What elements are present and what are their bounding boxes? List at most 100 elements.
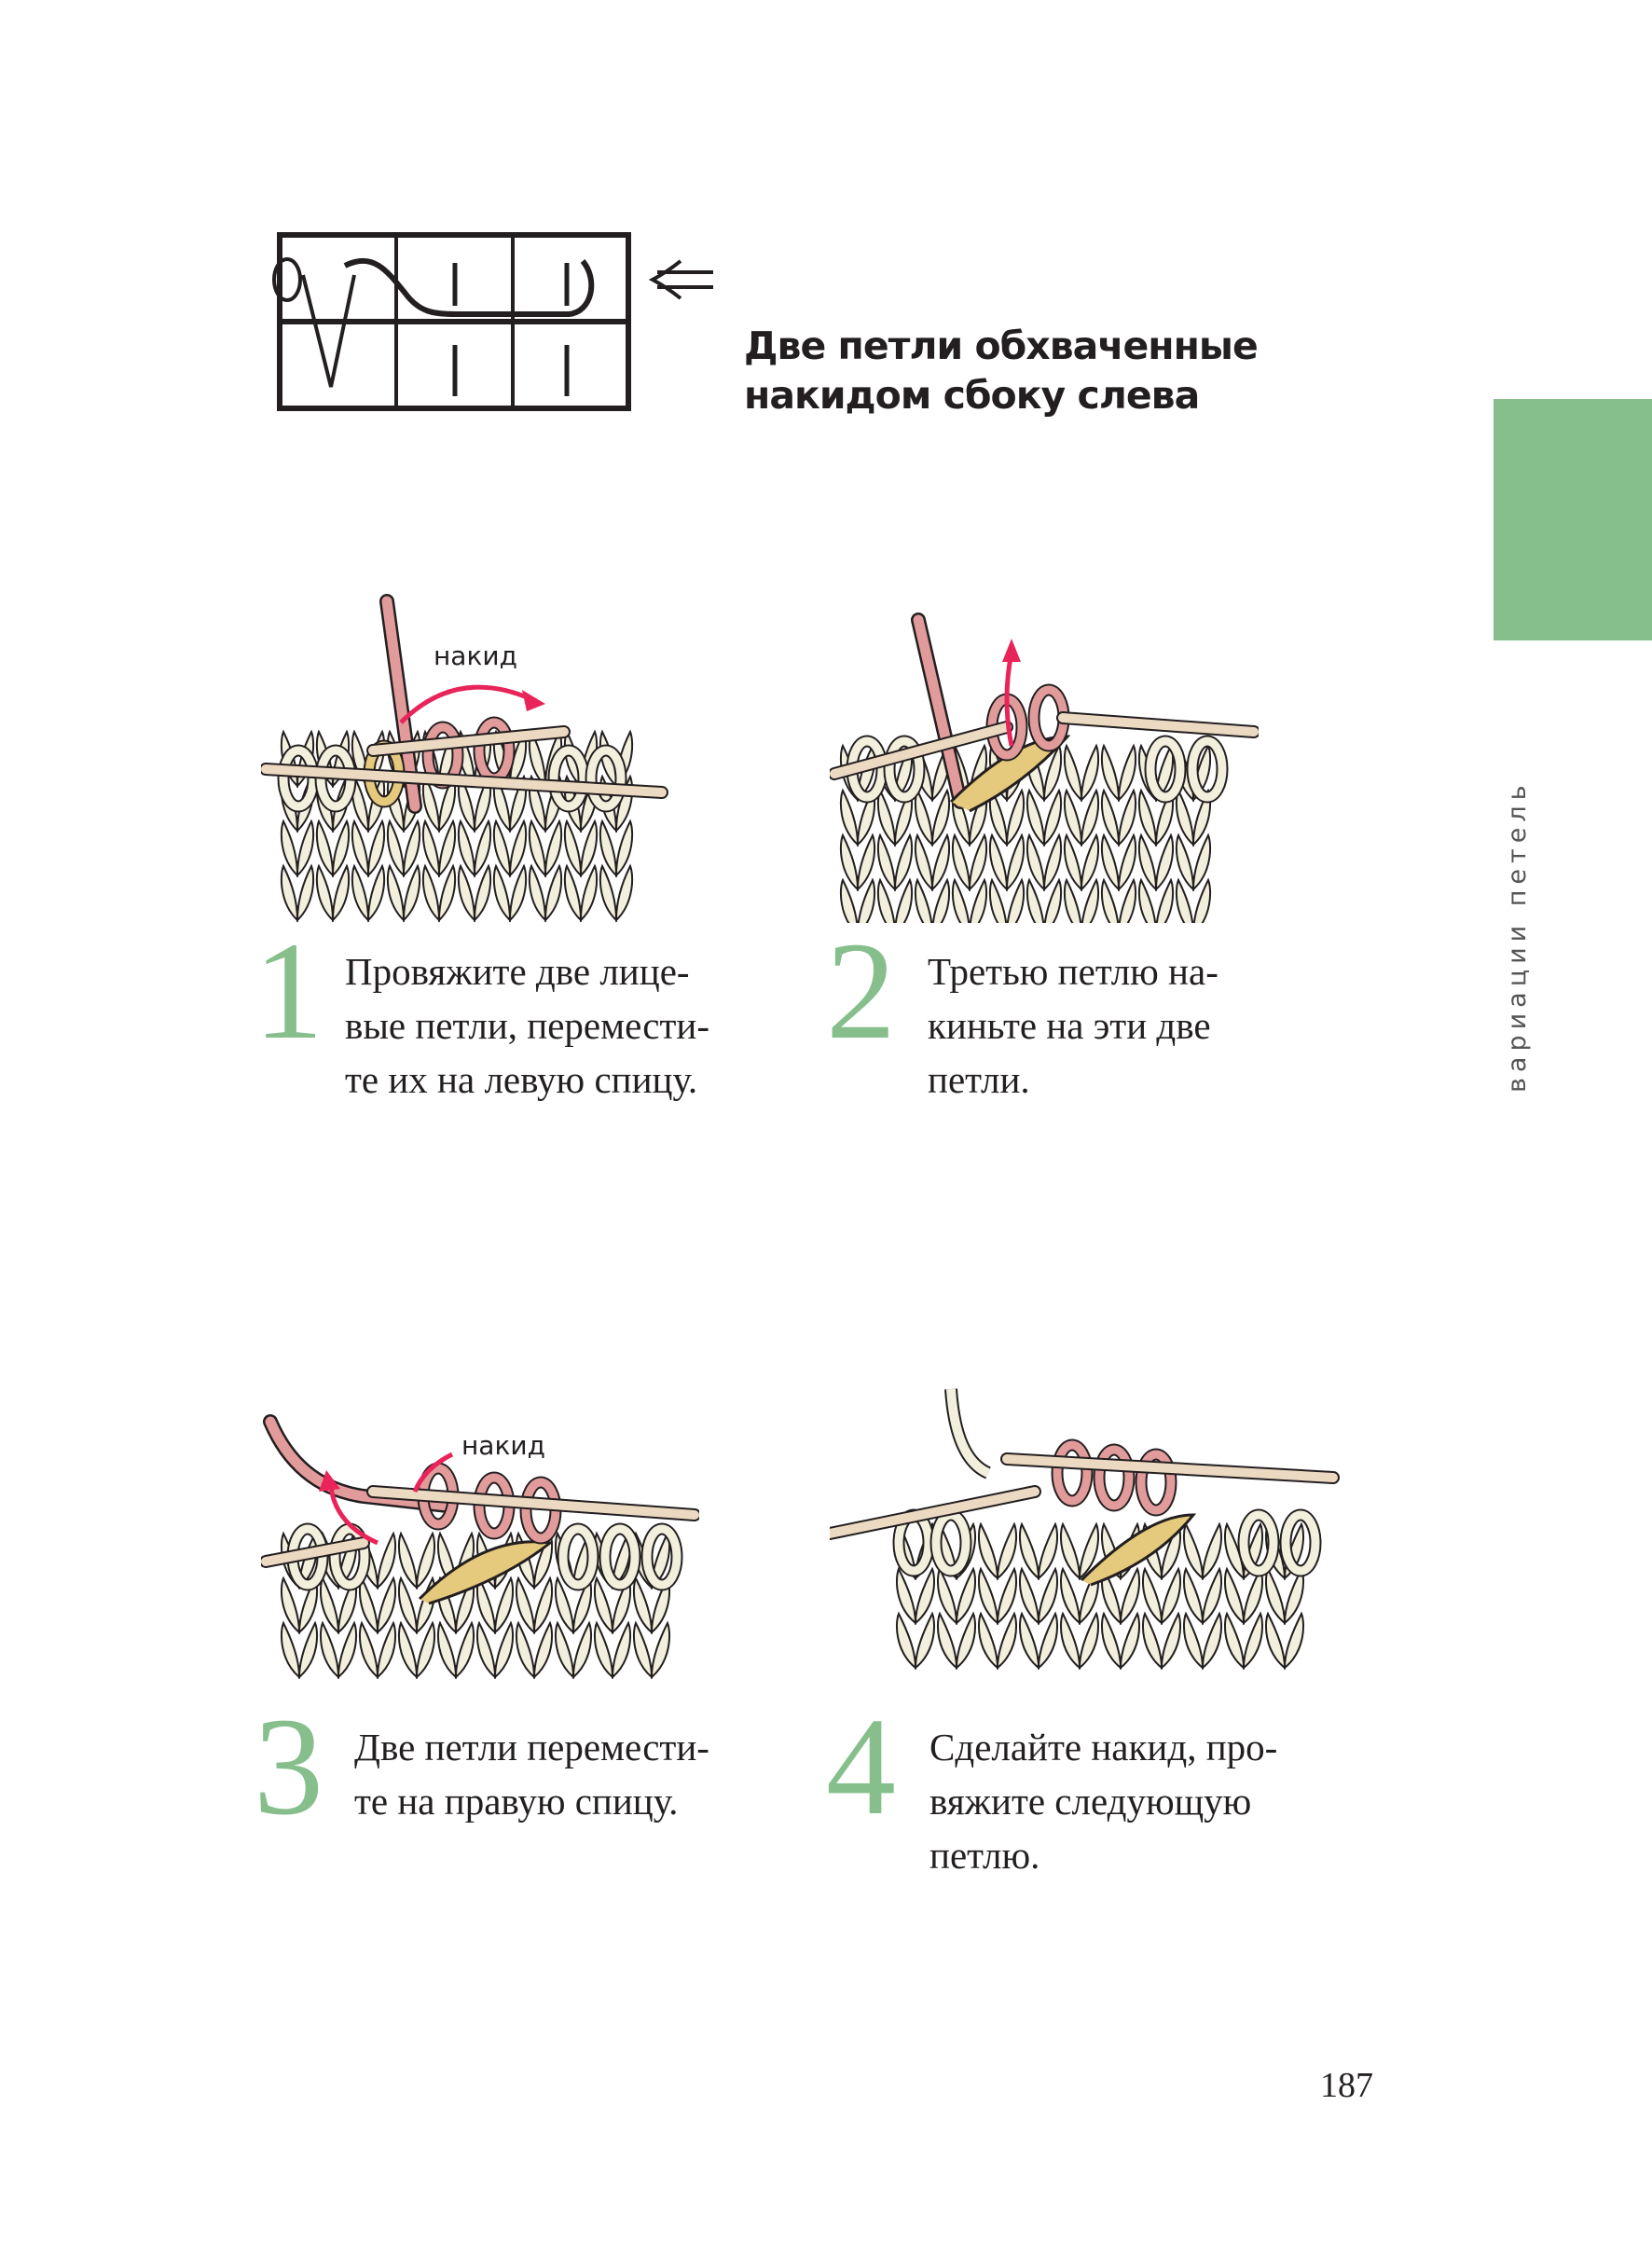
arrow-icon [328,1486,379,1546]
knit-stitch [528,819,547,878]
stitch-loop [642,1524,681,1590]
knit-stitch [1160,1566,1181,1626]
knit-stitch [337,1620,358,1680]
knit-stitch [1119,1611,1140,1671]
knit-stitch [856,833,876,892]
stitch-chart-symbol [272,232,713,411]
step-2-text: Третью петлю на- киньте на эти две петли… [928,944,1218,1107]
knit-stitch [376,1620,397,1680]
knit-stitch [563,819,583,878]
knit-stitch [1037,1521,1058,1581]
knit-stitch [571,1620,593,1680]
knit-stitch [1060,1611,1081,1671]
knit-stitch [1117,743,1137,803]
knit-stitch [1160,1611,1181,1671]
text-line: Третью петлю на- [928,950,1218,993]
arrow-icon [399,684,533,724]
knit-stitch [1100,743,1121,803]
knit-stitch [386,863,406,923]
knit-stitch [896,1566,917,1626]
stitch-loop [1146,736,1185,802]
knit-stitch [894,877,914,923]
knit-stitch [1119,1566,1140,1626]
knit-stitch [996,1611,1017,1671]
knit-stitch [397,1531,419,1590]
knit-stitch [988,877,1008,923]
knit-stitch [951,877,971,923]
text-line: вяжите следующую [929,1780,1252,1823]
knit-stitch [315,863,335,923]
knit-stitch [1201,1566,1222,1626]
knit-stitch [376,1531,397,1590]
section-tab [1494,399,1652,640]
knit-stitch [331,819,351,878]
knit-stitch [1183,1611,1205,1671]
step-number: 4 [826,1689,896,1844]
knit-stitch [1019,1566,1040,1626]
knit-stitch [1191,833,1212,892]
knit-stitch [280,863,299,923]
text-line: петлю. [929,1834,1040,1877]
knit-stitch [996,1566,1017,1626]
knit-stitch [614,819,634,878]
left-needle [1002,1454,1338,1482]
yellow-loop [1080,1513,1197,1587]
knit-stitch [1063,743,1083,803]
working-yarn [946,1388,991,1478]
knit-stitch [296,863,315,923]
knit-stitch [280,1576,301,1635]
knit-stitch [319,1620,340,1680]
knit-stitch [492,819,512,878]
knit-stitch [1242,1611,1263,1671]
knit-stitch [1026,833,1046,892]
stitch-loop [1136,1450,1176,1515]
yellow-loop [949,735,1071,813]
right-needle [1058,713,1259,736]
text-line: Две петли перемести- [354,1726,709,1768]
knit-stitch [297,1620,319,1680]
knit-stitch [914,1566,935,1626]
step-3-text: Две петли перемести- те на правую спицу. [354,1720,709,1828]
knit-stitch [415,1620,436,1680]
illustration-step-2 [830,612,1259,923]
text-line: те на правую спицу. [354,1780,679,1823]
knit-stitch [1019,1611,1040,1671]
knit-stitch [528,863,547,923]
knit-stitch [988,833,1009,892]
left-needle [368,1487,699,1520]
knit-stitch [1175,833,1195,892]
knit-stitch [839,833,860,892]
knit-stitch [454,1620,475,1680]
knit-stitch [1201,1521,1222,1581]
knit-stitch [437,819,457,878]
knit-stitch [1026,788,1046,847]
arrow-icon-small [412,1452,454,1493]
knit-stitch [593,1620,614,1680]
text-line: Провяжите две лице- [345,950,690,993]
step-number: 1 [254,914,324,1068]
knit-stitch [1137,788,1158,847]
stitch-loop [1053,1440,1092,1506]
knit-stitch [632,1620,654,1680]
knit-stitch [532,1620,554,1680]
knit-stitch [457,863,476,923]
knit-stitch [978,1566,999,1626]
knit-stitch [876,877,896,923]
knit-stitch [554,1620,575,1680]
knit-stitch [914,877,933,923]
stitch-loop [600,1524,640,1590]
knit-stitch [376,1576,397,1635]
knit-stitch [996,1521,1017,1581]
illustration-step-1: накид [261,594,668,923]
knit-stitch [366,819,386,878]
knit-stitch [1042,833,1063,892]
knit-stitch [280,1620,301,1680]
title-line: накидом сбоку слева [744,373,1200,418]
label-nakid: накид [434,640,517,671]
arrow-icon [1004,652,1014,747]
knit-stitch [493,1620,515,1680]
arrow-left-icon [648,259,713,300]
knit-stitch [1142,1611,1163,1671]
knit-stitch [1137,877,1157,923]
knit-stitch [1063,833,1083,892]
